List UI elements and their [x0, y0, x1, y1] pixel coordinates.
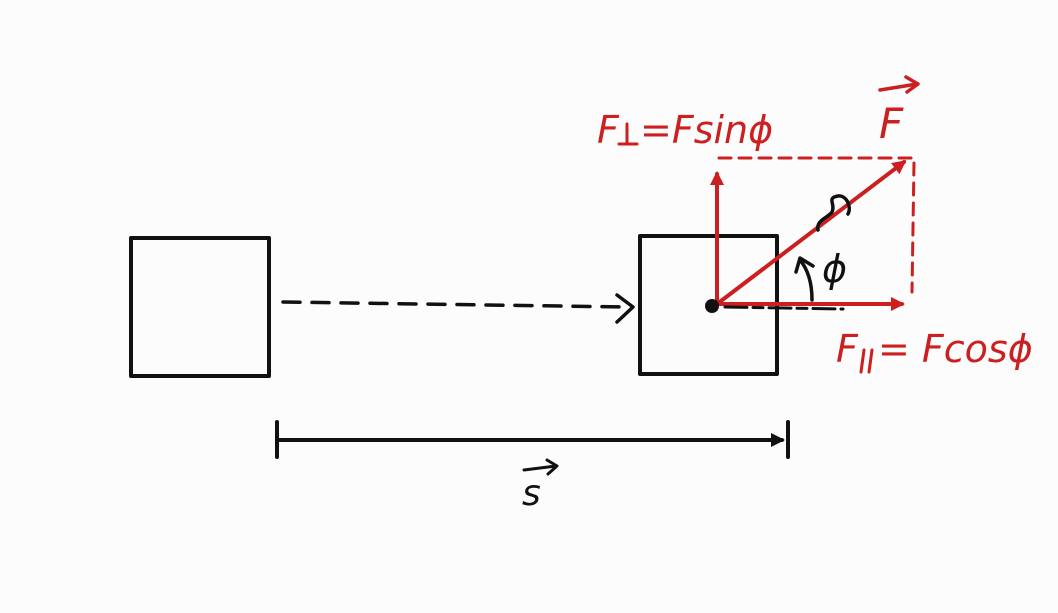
- perpendicular-component-label: F =Fsinϕ: [597, 108, 773, 152]
- displacement-vector-arrow: [522, 464, 558, 472]
- application-point: [705, 299, 719, 313]
- displacement-vector-arrowhead: [545, 458, 559, 476]
- motion-path-dashed: [281, 300, 628, 309]
- force-squiggle-mark: [816, 194, 851, 232]
- force-arrow: [715, 160, 907, 306]
- angle-label: ϕ: [822, 247, 847, 291]
- parallel-symbol-line-1: [859, 348, 866, 374]
- dashed-right-edge: [910, 161, 916, 294]
- parallel-component-label: F = Fcosϕ: [836, 327, 1033, 374]
- force-vector-arrow: [878, 82, 919, 92]
- f-perp-equation: =Fsinϕ: [640, 108, 773, 152]
- displacement-label: s: [522, 473, 541, 514]
- reference-line-extension: [723, 305, 845, 311]
- angle-arc-arrowhead: [794, 256, 815, 274]
- motion-path-arrowhead: [615, 293, 635, 324]
- angle-arc: [798, 258, 814, 302]
- parallel-symbol-line-2: [867, 348, 874, 374]
- f-parallel-letter: F: [836, 327, 859, 371]
- initial-block: [129, 236, 271, 378]
- force-vector-arrowhead: [904, 75, 920, 94]
- force-label: F: [879, 99, 904, 148]
- f-perp-letter: F: [597, 108, 620, 152]
- f-parallel-equation: = Fcosϕ: [878, 327, 1033, 371]
